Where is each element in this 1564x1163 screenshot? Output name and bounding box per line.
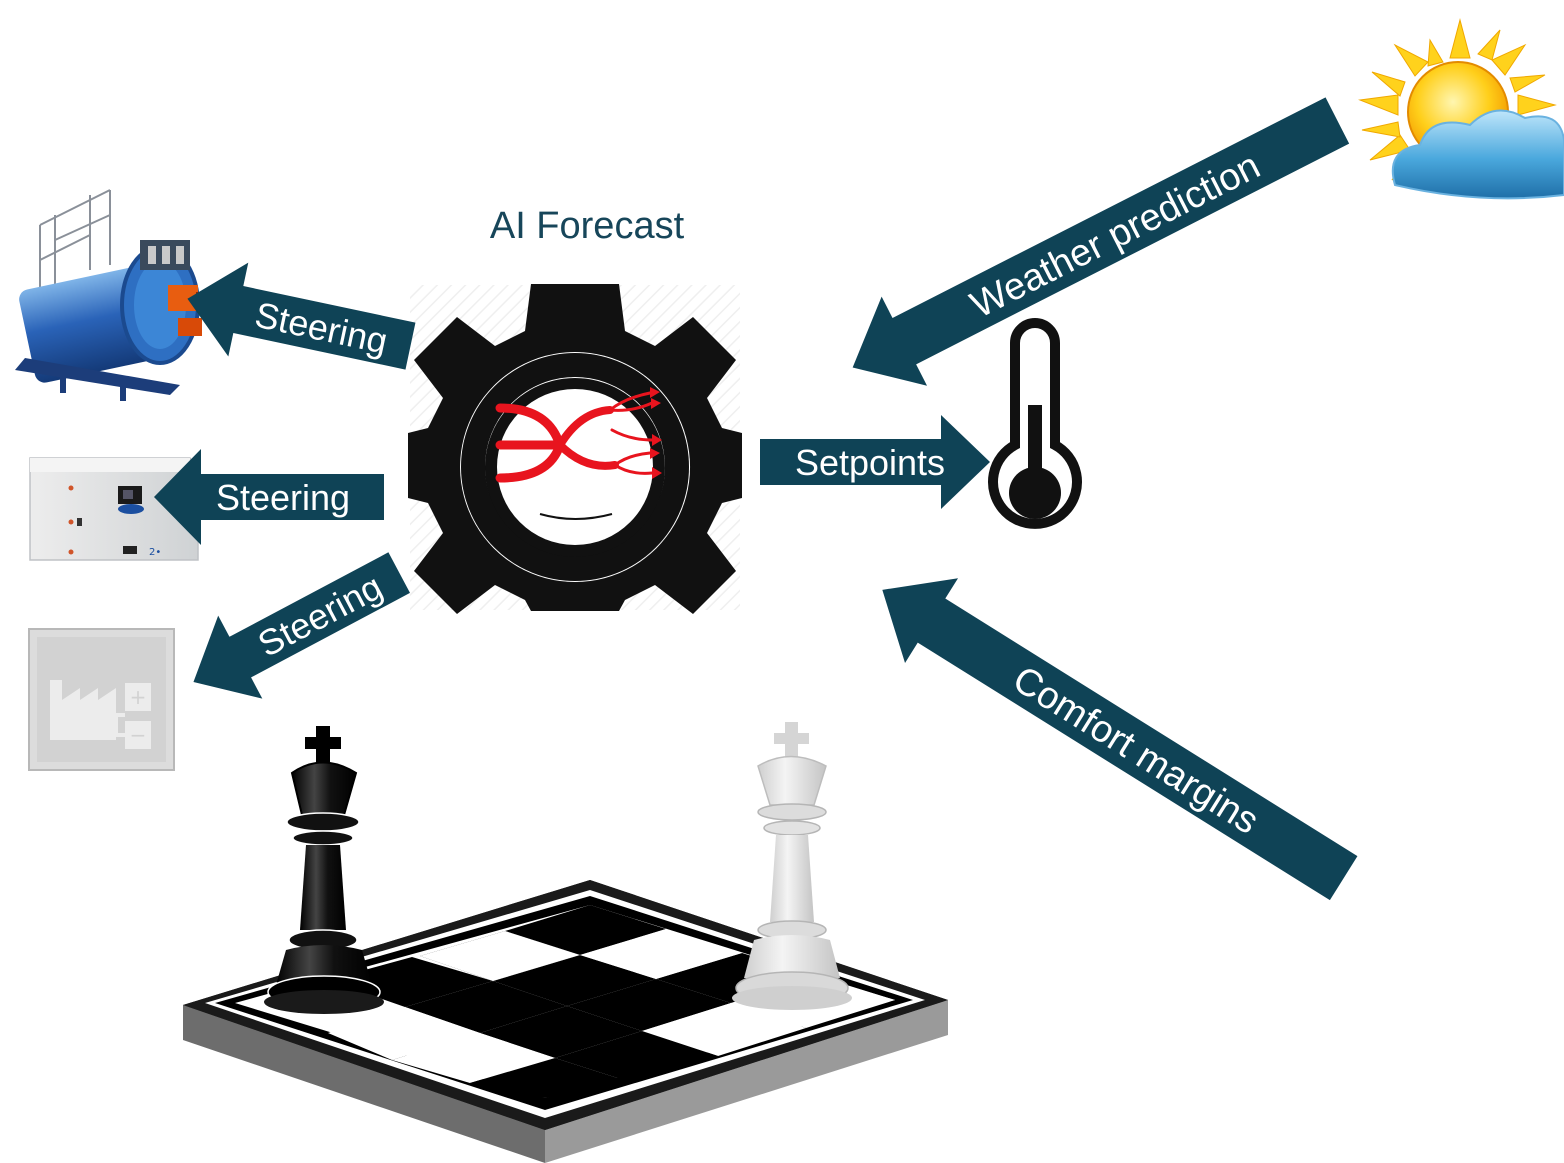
- steering-arrow-top: Steering: [187, 262, 416, 370]
- weather-arrow: Weather prediction: [852, 97, 1350, 386]
- black-king-piece: [264, 726, 384, 1014]
- svg-text:−: −: [130, 723, 147, 747]
- sun-cloud-icon: [1350, 18, 1564, 215]
- steering-label-middle: Steering: [216, 477, 350, 518]
- setpoints-label: Setpoints: [795, 442, 945, 483]
- weather-label: Weather prediction: [964, 145, 1267, 327]
- comfort-arrow: Comfort margins: [882, 578, 1358, 901]
- chiller-unit-icon: 2•: [29, 457, 199, 561]
- diagram-title: AI Forecast: [490, 205, 685, 247]
- setpoints-arrow: Setpoints: [760, 415, 990, 509]
- industrial-boiler-icon: [15, 189, 208, 401]
- comfort-label: Comfort margins: [1005, 658, 1265, 842]
- factory-energy-icon: + −: [28, 628, 175, 771]
- steering-arrow-middle: Steering: [154, 449, 384, 545]
- steering-arrow-bottom: Steering: [193, 552, 410, 699]
- white-king-piece: [732, 722, 852, 1010]
- gear-ai-icon: [408, 284, 742, 614]
- chess-board-icon: [183, 722, 948, 1163]
- svg-text:+: +: [130, 685, 147, 709]
- thermometer-icon: [988, 318, 1082, 529]
- svg-text:2•: 2•: [149, 547, 161, 558]
